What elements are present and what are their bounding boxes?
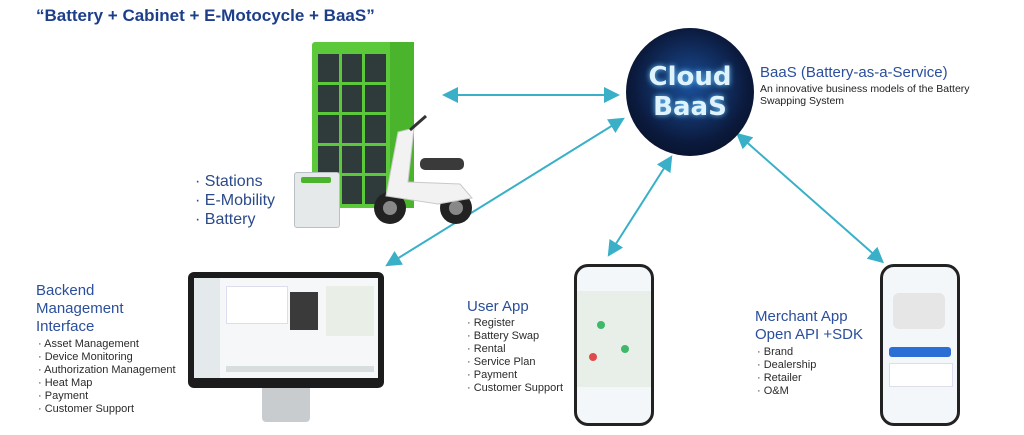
backend-item: Heat Map [38, 377, 176, 390]
scooter-icon [374, 114, 473, 224]
merchant-heading-line2: Open API +SDK [755, 326, 863, 343]
baas-desc-line2: Swapping System [760, 95, 845, 107]
merchant-item: Retailer [757, 372, 816, 385]
backend-item: Asset Management [38, 338, 176, 351]
merchant-item: Dealership [757, 359, 817, 372]
baas-description: An innovative business models of the Bat… [760, 83, 970, 107]
backend-item: Payment [38, 390, 176, 403]
hardware-list: Stations E-Mobility Battery [195, 172, 275, 229]
cloud-label-line2: BaaS [653, 92, 727, 122]
monitor-stand [262, 388, 310, 422]
merchant-phone-icon [880, 264, 960, 426]
backend-heading: Backend Management Interface [36, 282, 124, 336]
merchant-list: Brand Dealership Retailer O&M [757, 346, 817, 398]
userapp-list: Register Battery Swap Rental Service Pla… [467, 317, 563, 395]
arrow-merchant-cloud [736, 132, 884, 264]
merchant-heading-line1: Merchant App [755, 308, 848, 325]
userapp-item: Service Plan [467, 356, 563, 369]
hardware-item-emobility: E-Mobility [195, 191, 275, 210]
userapp-item: Customer Support [467, 382, 563, 395]
userapp-item: Payment [467, 369, 563, 382]
backend-item: Device Monitoring [38, 351, 176, 364]
userapp-item: Register [467, 317, 563, 330]
backend-item: Customer Support [38, 403, 176, 416]
backend-item: Authorization Management [38, 364, 175, 377]
backend-heading-line3: Interface [36, 318, 95, 335]
backend-heading-line1: Backend [36, 282, 95, 299]
battery-pack-icon [294, 172, 340, 228]
merchant-item: O&M [757, 385, 816, 398]
arrow-userapp-cloud [607, 155, 673, 257]
baas-desc-line1: An innovative business models of the Bat… [760, 83, 970, 95]
hardware-item-stations: Stations [195, 172, 275, 191]
userapp-heading: User App [467, 298, 529, 315]
backend-list: Asset Management Device Monitoring Autho… [38, 338, 176, 416]
userapp-item: Rental [467, 343, 563, 356]
cloud-baas-icon: Cloud BaaS [626, 28, 754, 156]
userapp-item: Battery Swap [467, 330, 563, 343]
hardware-item-battery: Battery [195, 210, 275, 229]
merchant-heading: Merchant App Open API +SDK [755, 308, 863, 344]
monitor-icon [188, 272, 384, 388]
merchant-item: Brand [757, 346, 816, 359]
arrow-backend-cloud [385, 117, 625, 267]
userapp-phone-icon [574, 264, 654, 426]
baas-heading: BaaS (Battery-as-a-Service) [760, 64, 948, 81]
cloud-label-line1: Cloud [648, 62, 732, 92]
diagram-title: “Battery + Cabinet + E-Motocycle + BaaS” [36, 6, 375, 25]
backend-heading-line2: Management [36, 300, 124, 317]
